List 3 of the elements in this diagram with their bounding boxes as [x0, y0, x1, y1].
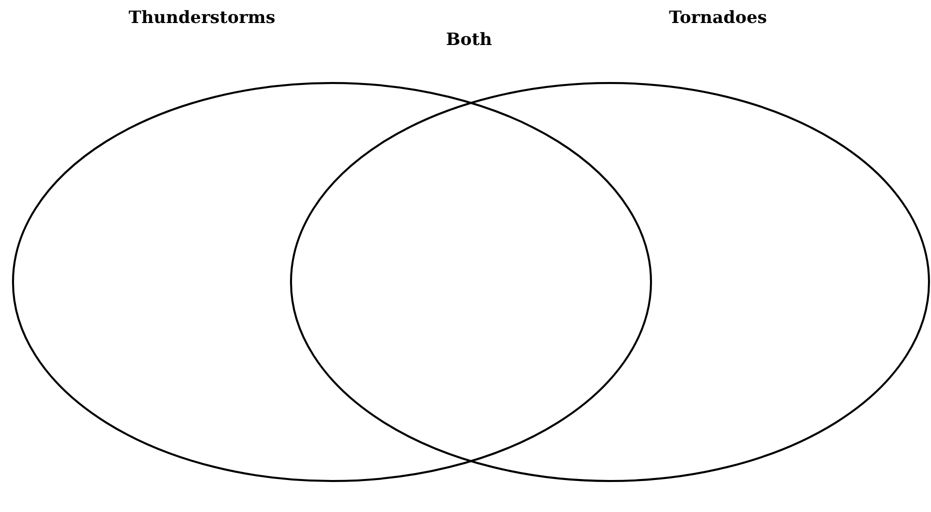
set-heading: Thunderstorms [128, 8, 276, 28]
set-heading: Tornadoes [669, 8, 767, 28]
overlap-heading: Both [446, 30, 492, 50]
